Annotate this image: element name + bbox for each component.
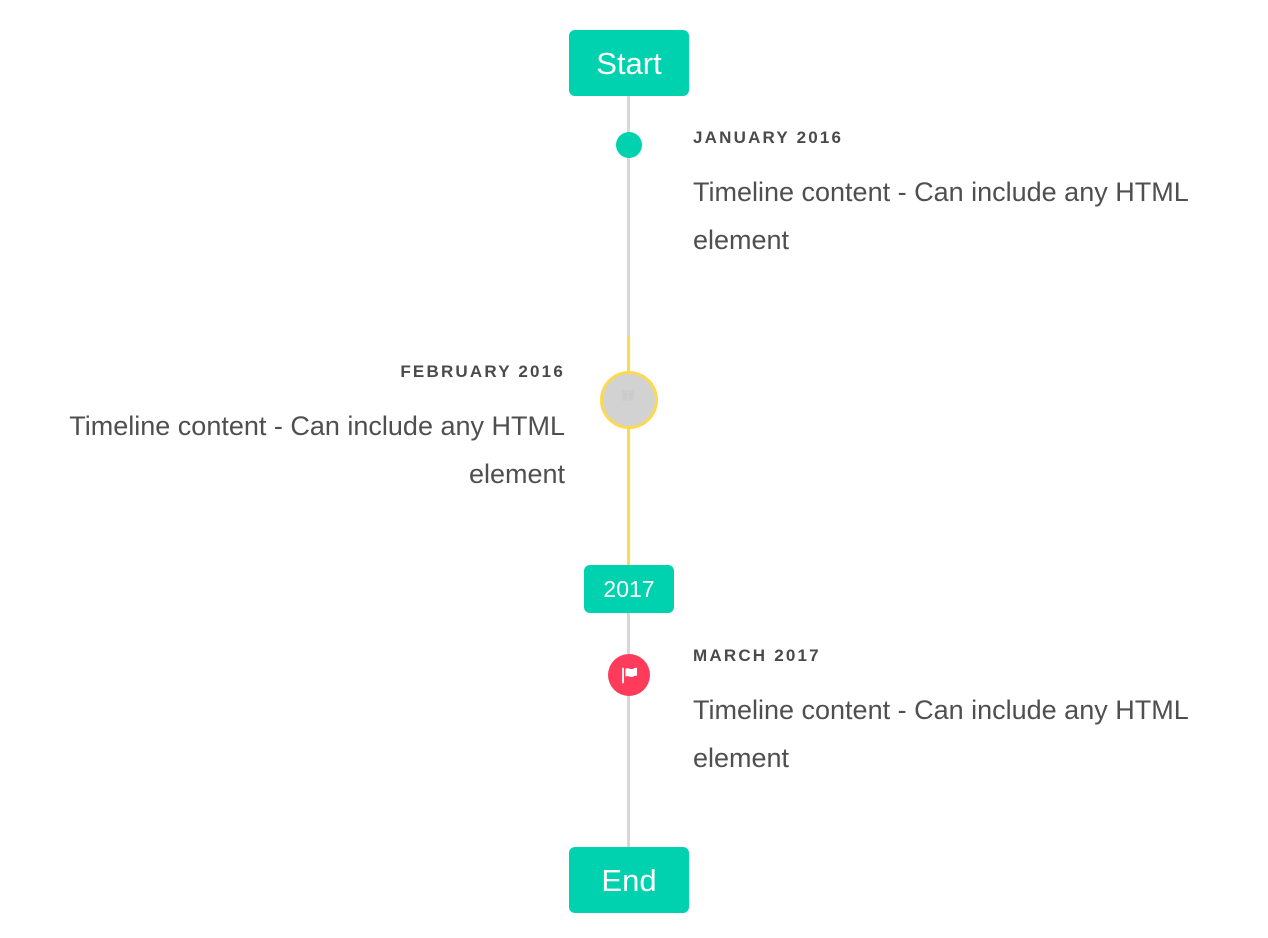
timeline-entry-february-2016: February 2016 Timeline content - Can inc…	[35, 362, 565, 498]
timeline-start-badge[interactable]: Start	[569, 30, 689, 96]
timeline-year-label: 2017	[603, 575, 655, 602]
timeline-end-badge[interactable]: End	[569, 847, 689, 913]
timeline-entry-body: Timeline content - Can include any HTML …	[693, 177, 1188, 256]
missing-glyph-placeholder: ▒▒	[622, 391, 635, 401]
timeline-entry-date: January 2016	[693, 128, 844, 147]
timeline-entry-date: February 2016	[400, 362, 565, 381]
timeline-entry-body: Timeline content - Can include any HTML …	[69, 411, 565, 490]
missing-glyph-icon[interactable]: ▒▒	[600, 371, 658, 429]
timeline-entry-january-2016: January 2016 Timeline content - Can incl…	[693, 128, 1223, 264]
timeline-start-label: Start	[596, 45, 662, 81]
timeline-entry-body: Timeline content - Can include any HTML …	[693, 695, 1188, 774]
timeline-end-label: End	[601, 862, 657, 898]
timeline-entry-date: March 2017	[693, 646, 821, 665]
timeline-entry-march-2017: March 2017 Timeline content - Can includ…	[693, 646, 1223, 782]
timeline-axis-segment-gray-bottom	[627, 612, 630, 850]
flag-icon[interactable]	[608, 654, 650, 696]
dot-marker[interactable]	[616, 132, 642, 158]
flag-icon-svg	[621, 667, 637, 683]
timeline-axis-segment-gray-top	[627, 96, 630, 336]
timeline-year-badge[interactable]: 2017	[584, 565, 674, 613]
timeline-axis-segment-yellow	[627, 336, 630, 566]
